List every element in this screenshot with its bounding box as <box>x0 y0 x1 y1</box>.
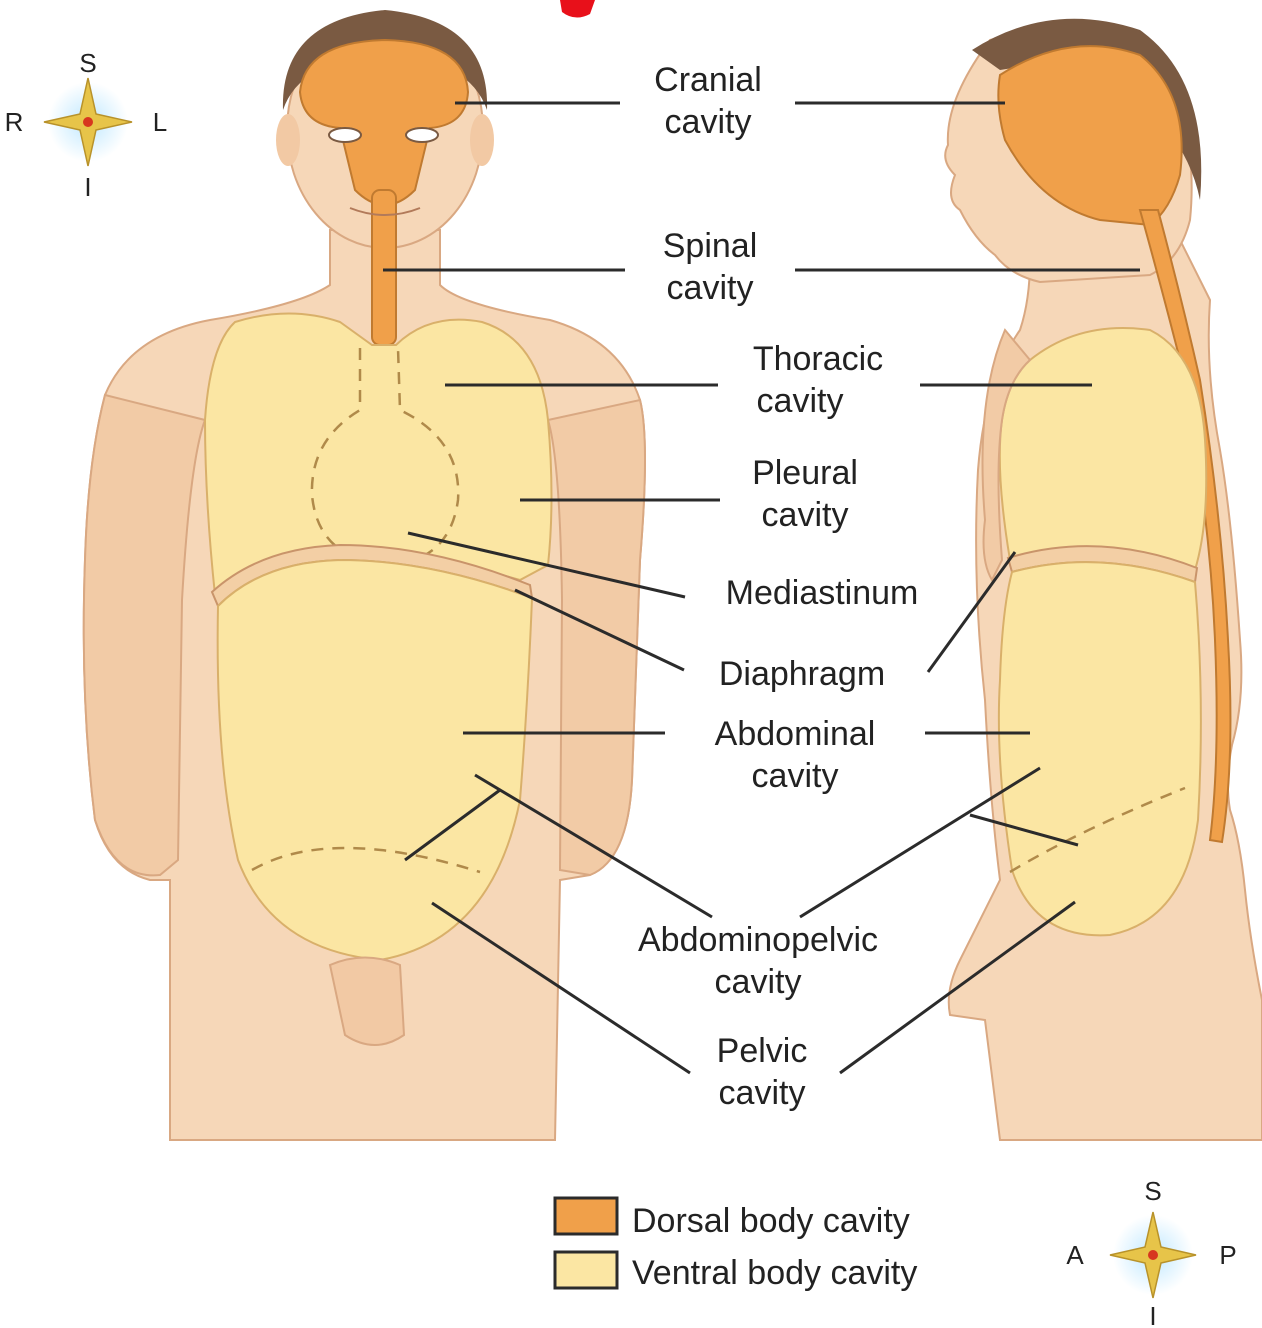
label-thoracic-line2: cavity <box>757 382 844 420</box>
compass-front: S I R L <box>5 48 168 202</box>
front-ear-right <box>470 114 494 166</box>
label-thoracic-line1: Thoracic <box>753 340 883 378</box>
legend-label-ventral: Ventral body cavity <box>632 1254 917 1292</box>
label-cranial-line2: cavity <box>665 103 752 141</box>
label-spinal-line1: Spinal <box>663 227 758 265</box>
side-abdominopelvic-cavity <box>999 562 1201 935</box>
label-abdominal-line1: Abdominal <box>715 715 876 753</box>
label-abdominopelvic-line2: cavity <box>715 963 802 1001</box>
front-eye-right <box>406 128 438 142</box>
front-spinal-cavity <box>372 190 396 345</box>
legend: Dorsal body cavity Ventral body cavity <box>555 1198 917 1292</box>
front-figure <box>84 10 645 1140</box>
legend-swatch-ventral <box>555 1252 617 1288</box>
compass-side: S I A P <box>1066 1176 1236 1328</box>
label-abdominal-line2: cavity <box>752 757 839 795</box>
compass-front-s: S <box>79 48 96 78</box>
legend-label-dorsal: Dorsal body cavity <box>632 1202 910 1240</box>
label-pleural-line1: Pleural <box>752 454 858 492</box>
front-ear-left <box>276 114 300 166</box>
compass-front-l: L <box>153 107 167 137</box>
label-diaphragm: Diaphragm <box>719 655 885 693</box>
compass-front-center <box>83 117 93 127</box>
label-pelvic-line2: cavity <box>719 1074 806 1112</box>
label-mediastinum: Mediastinum <box>726 574 919 612</box>
compass-side-center <box>1148 1250 1158 1260</box>
legend-swatch-dorsal <box>555 1198 617 1234</box>
compass-side-s: S <box>1144 1176 1161 1206</box>
title-fragment <box>560 0 595 18</box>
side-thoracic-cavity <box>1000 328 1206 570</box>
compass-front-r: R <box>5 107 24 137</box>
compass-side-p: P <box>1219 1240 1236 1270</box>
front-arm-left <box>548 400 645 875</box>
compass-front-i: I <box>84 172 91 202</box>
label-spinal-line2: cavity <box>667 269 754 307</box>
label-pleural-line2: cavity <box>762 496 849 534</box>
compass-side-i: I <box>1149 1301 1156 1328</box>
front-eye-left <box>329 128 361 142</box>
label-cranial-line1: Cranial <box>654 61 762 99</box>
cavity-labels: Cranial cavity Spinal cavity Thoracic ca… <box>638 61 918 1112</box>
side-figure <box>945 19 1262 1140</box>
label-abdominopelvic-line1: Abdominopelvic <box>638 921 878 959</box>
compass-side-a: A <box>1066 1240 1084 1270</box>
label-pelvic-line1: Pelvic <box>717 1032 808 1070</box>
